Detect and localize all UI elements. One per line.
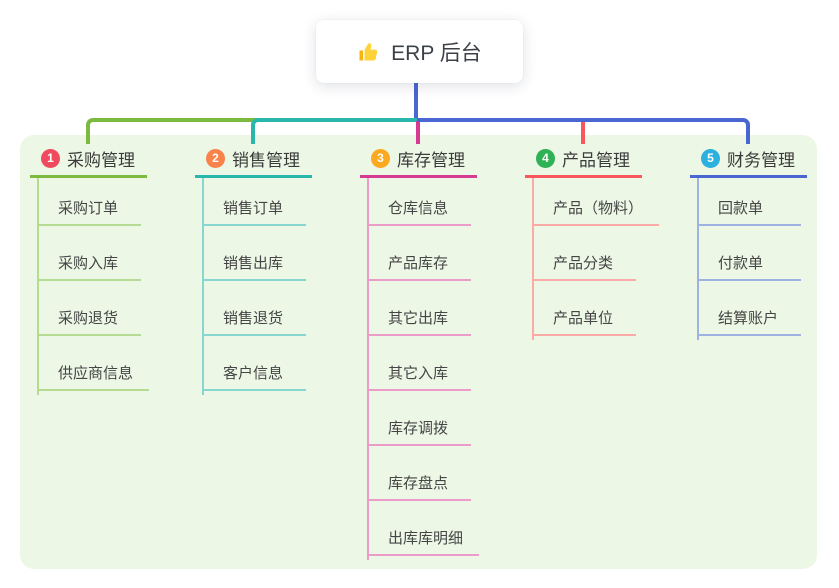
branch-connector-line xyxy=(581,121,585,144)
branch-connector-line xyxy=(251,118,424,144)
child-node[interactable]: 销售退货 xyxy=(202,308,306,336)
branch-title[interactable]: 5 财务管理 xyxy=(690,146,839,170)
children-rail-line xyxy=(202,178,204,395)
root-node-label: ERP 后台 xyxy=(391,41,482,65)
child-node[interactable]: 回款单 xyxy=(697,198,801,226)
branch-销售管理: 2 销售管理销售订单销售出库销售退货客户信息 xyxy=(195,146,355,395)
child-node[interactable]: 采购退货 xyxy=(37,308,141,336)
branch-title-label: 销售管理 xyxy=(232,150,300,170)
child-node[interactable]: 客户信息 xyxy=(202,363,306,391)
branch-title-label: 产品管理 xyxy=(562,150,630,170)
child-node[interactable]: 产品单位 xyxy=(532,308,636,336)
root-node[interactable]: ERP 后台 xyxy=(316,20,523,83)
children-rail-line xyxy=(532,178,534,340)
branch-number-badge: 5 xyxy=(701,148,720,168)
branches-panel xyxy=(20,135,817,569)
branch-title-label: 库存管理 xyxy=(397,150,465,170)
children-rail-line xyxy=(367,178,369,560)
child-node[interactable]: 出库库明细 xyxy=(367,528,480,556)
branch-产品管理: 4 产品管理产品（物料） 产品分类产品单位 xyxy=(525,146,685,340)
child-node[interactable]: 产品分类 xyxy=(532,253,636,281)
branch-title-underline xyxy=(195,175,312,178)
thumbs-up-icon xyxy=(357,40,381,64)
branch-title-underline xyxy=(690,175,807,178)
branch-采购管理: 1 采购管理采购订单采购入库采购退货供应商信息 xyxy=(30,146,190,395)
branch-title[interactable]: 2 销售管理 xyxy=(195,146,355,170)
branch-title-underline xyxy=(30,175,147,178)
branch-title[interactable]: 4 产品管理 xyxy=(525,146,685,170)
branch-connector-line xyxy=(416,121,420,144)
child-node[interactable]: 产品（物料） xyxy=(532,198,660,226)
child-node[interactable]: 销售出库 xyxy=(202,253,306,281)
child-node[interactable]: 结算账户 xyxy=(697,308,801,336)
branch-title-label: 财务管理 xyxy=(727,150,795,170)
child-node[interactable]: 库存调拨 xyxy=(367,418,471,446)
child-node[interactable]: 产品库存 xyxy=(367,253,471,281)
child-node[interactable]: 付款单 xyxy=(697,253,801,281)
child-node[interactable]: 其它出库 xyxy=(367,308,471,336)
child-node[interactable]: 供应商信息 xyxy=(37,363,150,391)
branch-number-badge: 1 xyxy=(41,148,60,168)
children-rail-line xyxy=(37,178,39,395)
branch-title-underline xyxy=(525,175,642,178)
branch-connector-line xyxy=(417,118,750,144)
child-node[interactable]: 仓库信息 xyxy=(367,198,471,226)
child-node[interactable]: 采购入库 xyxy=(37,253,141,281)
branch-title-underline xyxy=(360,175,477,178)
child-node[interactable]: 其它入库 xyxy=(367,363,471,391)
branch-number-badge: 2 xyxy=(206,148,225,168)
branch-title[interactable]: 1 采购管理 xyxy=(30,146,190,170)
child-node[interactable]: 采购订单 xyxy=(37,198,141,226)
branch-title[interactable]: 3 库存管理 xyxy=(360,146,520,170)
branch-财务管理: 5 财务管理回款单付款单结算账户 xyxy=(690,146,839,340)
branch-title-label: 采购管理 xyxy=(67,150,135,170)
children-rail-line xyxy=(697,178,699,340)
branch-number-badge: 4 xyxy=(536,148,555,168)
child-node[interactable]: 库存盘点 xyxy=(367,473,471,501)
branch-number-badge: 3 xyxy=(371,148,390,168)
root-connector-line xyxy=(414,82,418,122)
child-node[interactable]: 销售订单 xyxy=(202,198,306,226)
branch-库存管理: 3 库存管理仓库信息产品库存其它出库其它入库库存调拨库存盘点出库库明细 xyxy=(360,146,520,560)
